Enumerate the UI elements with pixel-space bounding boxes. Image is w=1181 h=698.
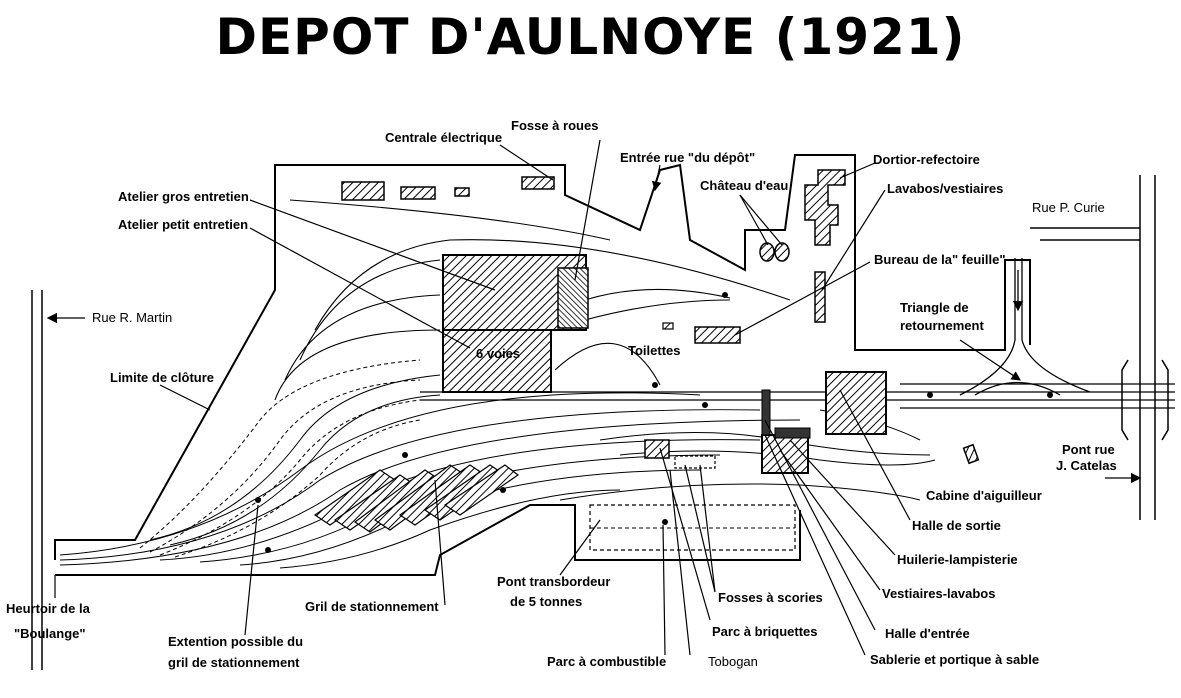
dortoir-refectoire bbox=[804, 169, 846, 246]
label-heurtoir-2: "Boulange" bbox=[14, 626, 86, 641]
label-gril: Gril de stationnement bbox=[305, 599, 439, 614]
label-fosses-scories: Fosses à scories bbox=[718, 590, 823, 605]
small-building-2 bbox=[400, 186, 436, 200]
parc-briquettes bbox=[644, 439, 670, 459]
label-parc-combustible: Parc à combustible bbox=[547, 654, 666, 669]
label-pont-transbordeur-2: de 5 tonnes bbox=[510, 594, 582, 609]
label-sablerie: Sablerie et portique à sable bbox=[870, 652, 1039, 667]
site-boundary-bottom bbox=[55, 504, 801, 576]
label-triangle-1: Triangle de bbox=[900, 300, 969, 315]
label-limite-cloture: Limite de clôture bbox=[110, 370, 214, 385]
label-centrale-electrique: Centrale électrique bbox=[385, 130, 502, 145]
bureau-feuille bbox=[694, 326, 741, 344]
label-halle-entree: Halle d'entrée bbox=[885, 626, 970, 641]
centrale-electrique bbox=[521, 176, 555, 190]
label-atelier-petit: Atelier petit entretien bbox=[118, 217, 248, 232]
parked-engines bbox=[313, 464, 520, 533]
label-atelier-gros: Atelier gros entretien bbox=[118, 189, 249, 204]
turning-triangle bbox=[959, 258, 1091, 396]
switch-points bbox=[255, 292, 1053, 553]
atelier-petit-entretien bbox=[442, 329, 552, 393]
label-cabine: Cabine d'aiguilleur bbox=[926, 488, 1042, 503]
leader-lines bbox=[54, 139, 1021, 656]
label-halle-sortie: Halle de sortie bbox=[912, 518, 1001, 533]
site-boundary bbox=[54, 154, 1031, 560]
label-six-voies: 6 voies bbox=[476, 346, 520, 361]
toilettes-building bbox=[662, 322, 674, 330]
fosses-scories bbox=[674, 455, 716, 469]
halle-d-entree bbox=[761, 434, 809, 474]
label-pont-catelas-2: J. Catelas bbox=[1056, 458, 1117, 473]
cabine-aiguilleur bbox=[962, 443, 980, 465]
label-entree-rue: Entrée rue "du dépôt" bbox=[620, 150, 755, 165]
label-heurtoir-1: Heurtoir de la bbox=[6, 601, 91, 616]
fosse-a-roues bbox=[557, 267, 589, 329]
label-toilettes: Toilettes bbox=[628, 343, 681, 358]
label-tobogan: Tobogan bbox=[708, 654, 758, 669]
label-extention-2: gril de stationnement bbox=[168, 655, 300, 670]
label-rue-martin: Rue R. Martin bbox=[92, 310, 172, 325]
dashed-extension-tracks bbox=[139, 359, 421, 558]
label-triangle-2: retournement bbox=[900, 318, 984, 333]
sablerie bbox=[761, 389, 771, 436]
label-bureau: Bureau de la" feuille" bbox=[874, 252, 1006, 267]
small-building-1 bbox=[341, 181, 385, 201]
label-parc-briquettes: Parc à briquettes bbox=[712, 624, 818, 639]
upper-tracks bbox=[274, 199, 791, 401]
chateau-eau-2 bbox=[774, 242, 790, 262]
label-huilerie: Huilerie-lampisterie bbox=[897, 552, 1018, 567]
label-fosse-a-roues: Fosse à roues bbox=[511, 118, 598, 133]
lavabos-vestiaires bbox=[814, 271, 826, 323]
label-chateau-eau: Château d'eau bbox=[700, 178, 788, 193]
label-rue-curie: Rue P. Curie bbox=[1032, 200, 1105, 215]
label-lavabos: Lavabos/vestiaires bbox=[887, 181, 1003, 196]
label-vestiaires: Vestiaires-lavabos bbox=[882, 586, 995, 601]
label-extention-1: Extention possible du bbox=[168, 634, 303, 649]
diagram-title: DEPOT D'AULNOYE (1921) bbox=[215, 8, 966, 66]
huilerie bbox=[774, 427, 811, 439]
small-building-3 bbox=[454, 187, 470, 197]
halle-de-sortie bbox=[825, 371, 887, 435]
label-pont-transbordeur-1: Pont transbordeur bbox=[497, 574, 610, 589]
chateau-eau-1 bbox=[759, 242, 775, 262]
label-dortoir: Dortior-refectoire bbox=[873, 152, 980, 167]
label-pont-catelas-1: Pont rue bbox=[1062, 442, 1115, 457]
